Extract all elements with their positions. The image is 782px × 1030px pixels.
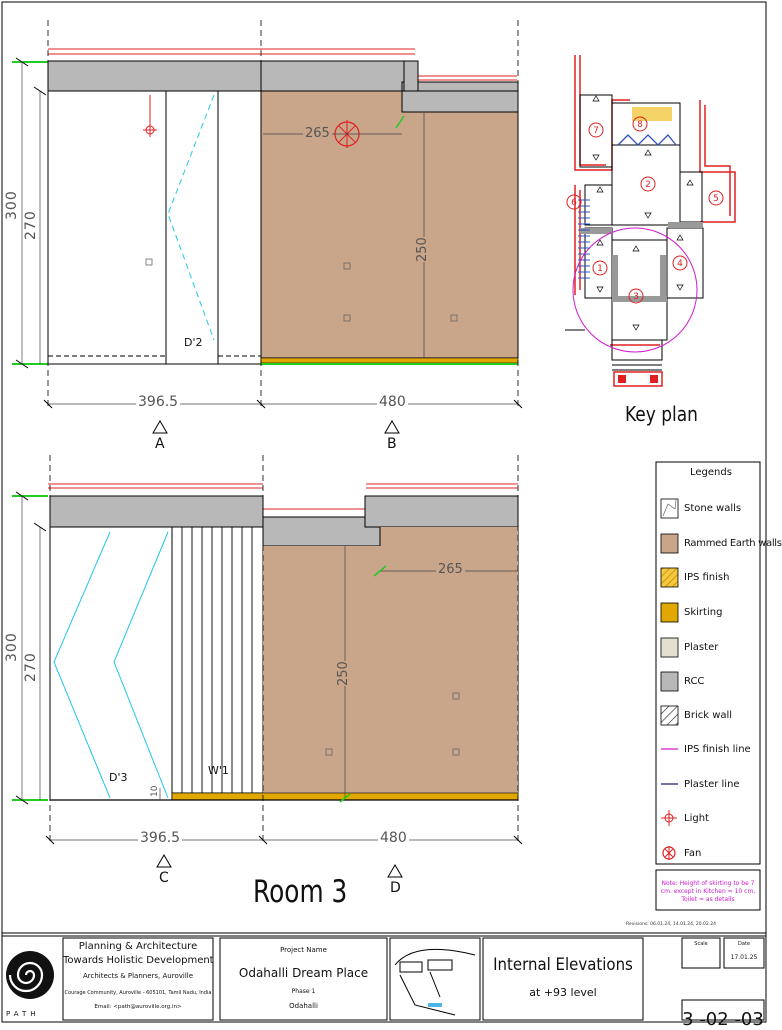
- legend-item-skirting: Skirting: [684, 607, 723, 618]
- dim-height-inner-bottom: 270: [23, 652, 39, 682]
- marker-label-c: C: [159, 870, 169, 886]
- door-label-d3: D'3: [109, 771, 128, 784]
- door-opening: [165, 90, 219, 365]
- legend-item-plaster-line: Plaster line: [684, 779, 740, 790]
- section-marker-c: [156, 854, 172, 868]
- window-w1: [171, 526, 264, 794]
- dim-width-left-bottom: 396.5: [138, 830, 183, 846]
- svg-text:8: 8: [637, 120, 643, 130]
- legend-swatches: [660, 498, 679, 860]
- rcc-beam: [47, 60, 262, 92]
- section-marker-a: [152, 420, 168, 434]
- key-plan-drawing: 7 8 2 5 6 1 3 4: [565, 55, 736, 387]
- firm-tagline-2: Towards Holistic Development: [63, 955, 214, 966]
- scale-label: Scale: [694, 941, 708, 947]
- dim-height-inner-top: 270: [23, 210, 39, 240]
- legend-item-stone-walls: Stone walls: [684, 503, 742, 514]
- project-thumbnail-icon: [394, 948, 476, 1016]
- marker-label-a: A: [155, 436, 165, 452]
- dim-width-right-bottom: 480: [378, 830, 409, 846]
- legend-item-light: Light: [684, 813, 709, 824]
- drawing-title: Internal Elevations: [493, 955, 633, 975]
- title-block: [1, 935, 767, 1023]
- elevation-bottom: [12, 455, 523, 878]
- firm-tagline-3: Architects & Planners, Auroville: [82, 972, 194, 980]
- note-box: [655, 869, 761, 911]
- drawing-sheet: 7 8 2 5 6 1 3 4: [1, 1, 767, 1023]
- skirting: [260, 357, 519, 364]
- project-phase: Phase 1: [291, 988, 316, 995]
- logo-text: PATH: [6, 1010, 40, 1018]
- dim-beam-top: 265: [303, 126, 332, 141]
- dim-width-left-top: 396.5: [136, 394, 181, 410]
- marker-label-d: D: [390, 880, 401, 896]
- legends-box: [655, 461, 761, 865]
- window-label-w1: W'1: [208, 764, 229, 777]
- dim-height-outer-top: 300: [4, 190, 20, 220]
- elevation-top: [12, 20, 523, 434]
- svg-text:2: 2: [645, 180, 651, 190]
- legend-item-plaster: Plaster: [684, 642, 719, 653]
- svg-text:3: 3: [633, 292, 639, 302]
- door-label-d2: D'2: [184, 336, 203, 349]
- dim-small-10: 10: [150, 785, 160, 797]
- date-value: 17.01.25: [730, 954, 758, 961]
- rammed-earth-wall: [260, 90, 519, 359]
- legend-item-ips-line: IPS finish line: [684, 744, 751, 755]
- legends-title: Legends: [690, 467, 732, 478]
- dim-width-right-top: 480: [377, 394, 408, 410]
- legend-item-fan: Fan: [684, 848, 702, 859]
- dim-beam-bottom: 265: [436, 562, 465, 577]
- section-marker-d: [387, 864, 403, 878]
- stone-swatch-icon: [660, 498, 679, 519]
- legend-item-rammed-earth: Rammed Earth walls: [684, 538, 782, 549]
- svg-text:6: 6: [571, 198, 577, 208]
- firm-email: Email: <path@auroville.org.in>: [94, 1004, 182, 1010]
- svg-text:7: 7: [593, 126, 599, 136]
- legend-item-brick-wall: Brick wall: [684, 710, 733, 721]
- dim-height-outer-bottom: 300: [4, 632, 20, 662]
- path-logo-icon: [6, 951, 54, 999]
- drawing-subtitle: at +93 level: [529, 986, 597, 999]
- legend-item-ips-finish: IPS finish: [684, 572, 730, 583]
- firm-address: Courage Community, Auroville - 605101, T…: [64, 990, 212, 996]
- room-title: Room 3: [253, 874, 348, 910]
- dim-wall-top: 250: [415, 237, 430, 262]
- section-marker-b: [384, 420, 400, 434]
- project-location: Odahalli: [289, 1002, 318, 1010]
- marker-label-b: B: [387, 436, 397, 452]
- project-name: Odahalli Dream Place: [238, 966, 369, 980]
- sheet-number: 3 -02 -03: [682, 1009, 764, 1030]
- key-plan-title: Key plan: [625, 402, 698, 426]
- legend-item-rcc: RCC: [684, 676, 705, 687]
- date-label: Date: [738, 941, 750, 947]
- firm-tagline-1: Planning & Architecture: [78, 941, 198, 952]
- dim-wall-bottom: 250: [336, 661, 351, 686]
- svg-text:5: 5: [713, 194, 719, 204]
- svg-text:4: 4: [677, 259, 683, 269]
- project-label: Project Name: [280, 946, 327, 954]
- revisions-text: Revisions: 06.01.24, 14.01.24, 20.02.24: [626, 922, 716, 927]
- skirting-note: Note: Height of skirting to be 7 cm. exc…: [660, 880, 756, 903]
- svg-text:1: 1: [597, 264, 603, 274]
